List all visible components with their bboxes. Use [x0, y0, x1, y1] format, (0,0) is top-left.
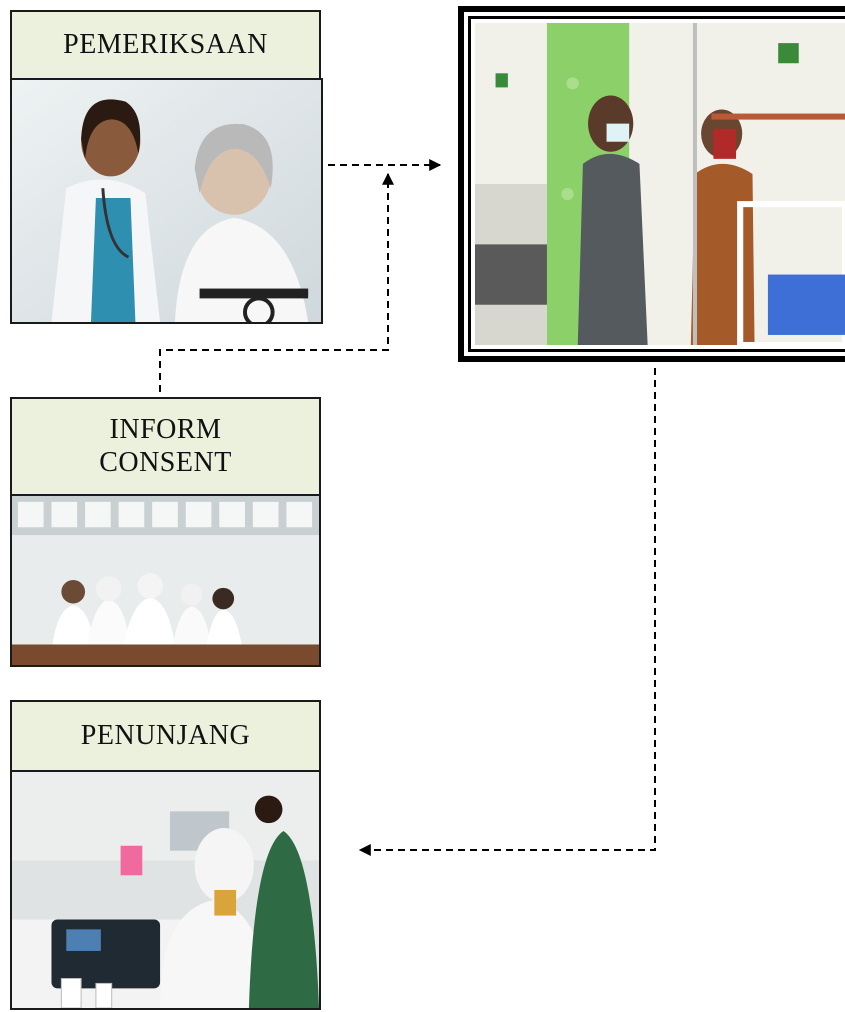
pemeriksaan-label: PEMERIKSAAN	[10, 10, 321, 80]
penunjang-label-text: PENUNJANG	[80, 719, 251, 751]
connector-ward-to-penunjang	[358, 368, 656, 856]
inform-consent-photo	[10, 494, 321, 667]
inform-consent-label-text: INFORM CONSENT	[99, 414, 232, 478]
inform-consent-label: INFORM CONSENT	[10, 397, 321, 496]
pemeriksaan-label-text: PEMERIKSAAN	[63, 28, 268, 60]
pemeriksaan-photo	[10, 78, 323, 324]
ward-photo	[475, 23, 845, 345]
penunjang-label: PENUNJANG	[10, 700, 321, 772]
ward-photo-frame	[458, 6, 845, 362]
penunjang-photo	[10, 770, 321, 1010]
